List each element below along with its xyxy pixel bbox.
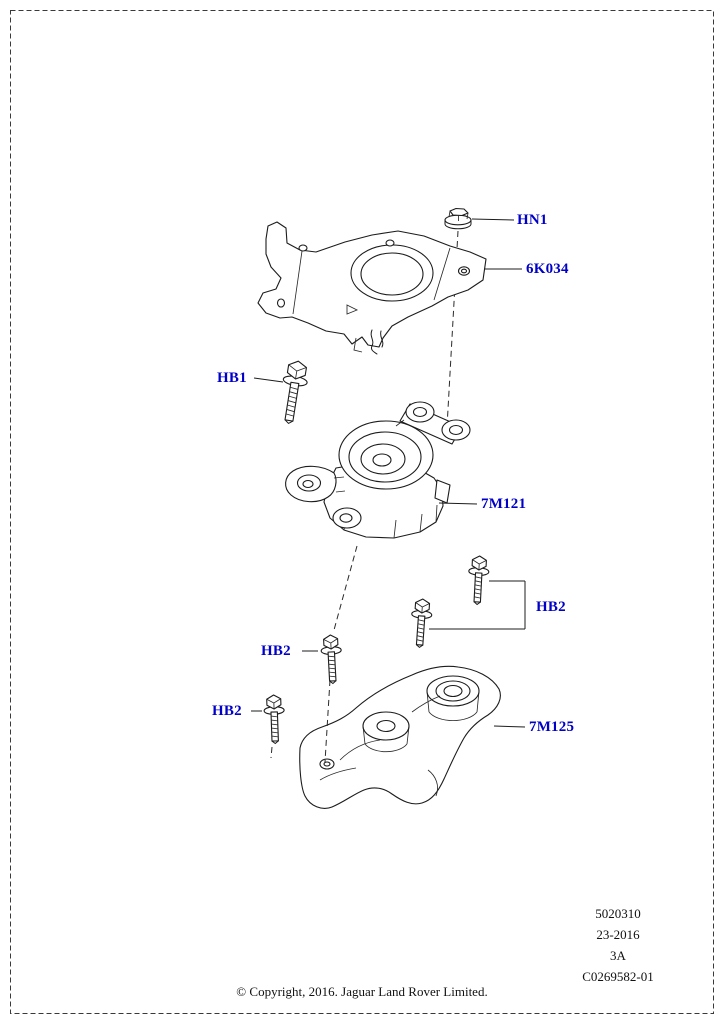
part-hb2-bolt-left xyxy=(263,694,286,745)
alignment-dashed-lines-top xyxy=(270,679,331,763)
doc-info-line-4: C0269582-01 xyxy=(582,969,654,984)
part-hb1-bolt xyxy=(282,360,308,425)
part-7m121-mount xyxy=(285,401,471,539)
callout-hn1: HN1 xyxy=(517,212,548,228)
callout-leader-lines xyxy=(251,218,526,728)
part-hb2-bolt-middle xyxy=(408,597,434,649)
hb2-connector-lines xyxy=(429,580,526,630)
doc-info-block: 5020310 23-2016 3A C0269582-01 xyxy=(562,903,674,987)
callout-6k034: 6K034 xyxy=(526,261,569,277)
part-hn1-nut xyxy=(444,207,472,230)
copyright-line: © Copyright, 2016. Jaguar Land Rover Lim… xyxy=(236,984,488,999)
callout-7m121: 7M121 xyxy=(481,496,527,512)
part-hb2-bolt-leftmid xyxy=(319,633,344,685)
part-6k034-bracket xyxy=(257,221,487,355)
doc-info-line-1: 5020310 xyxy=(595,906,641,921)
callout-7m125: 7M125 xyxy=(529,719,575,735)
part-7m125-bracket xyxy=(299,665,501,809)
doc-info-line-2: 23-2016 xyxy=(596,927,640,942)
callout-hb2-middle: HB2 xyxy=(261,643,291,659)
callout-hb2-left: HB2 xyxy=(212,703,242,719)
part-hb2-bolt-right xyxy=(466,554,491,606)
doc-info-line-3: 3A xyxy=(610,948,626,963)
page-border xyxy=(10,10,714,1014)
callout-hb2-pair: HB2 xyxy=(536,599,566,615)
callout-hb1: HB1 xyxy=(217,370,247,386)
